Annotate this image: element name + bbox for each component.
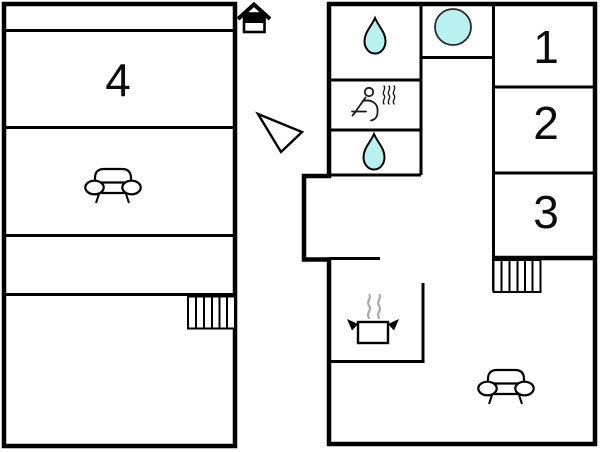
house-entrance-icon xyxy=(236,1,272,34)
steam-wisp xyxy=(366,293,372,320)
room-2-label: 2 xyxy=(533,97,559,149)
right-building xyxy=(301,1,598,447)
room-3-label: 3 xyxy=(533,186,559,238)
cooking-pot-icon xyxy=(347,293,399,345)
stairs-icon xyxy=(187,295,236,330)
room-1-label: 1 xyxy=(533,21,559,73)
left-building-inner-walls xyxy=(2,29,237,296)
left-building-outline xyxy=(1,1,238,449)
left-building xyxy=(1,1,238,449)
north-arrow-icon xyxy=(255,111,305,154)
right-building-inner-walls xyxy=(327,4,595,363)
room-4-label: 4 xyxy=(105,54,131,106)
stairs-icon xyxy=(492,259,542,293)
hot-tub-icon xyxy=(434,8,472,46)
sauna-icon xyxy=(351,85,396,122)
steam-wisp xyxy=(376,293,382,320)
